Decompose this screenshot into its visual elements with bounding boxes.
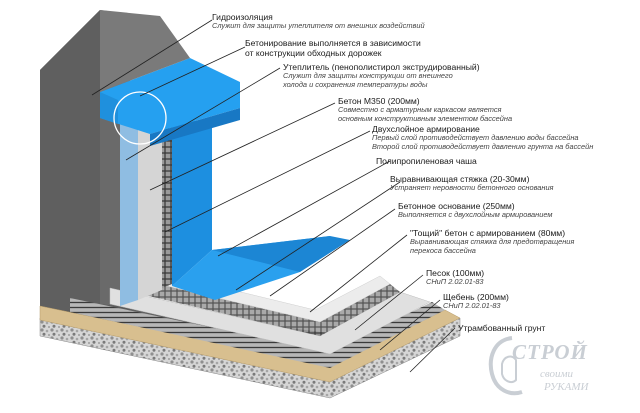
- insulation-wall: [120, 102, 138, 306]
- label-desc: от конструкции обходных дорожек: [245, 48, 382, 58]
- label-desc-1: Служит для защиты конструкции от внешнег…: [283, 71, 453, 80]
- label-title: Бетонное основание (250мм): [398, 201, 515, 211]
- label-pp-bowl: Полипропиленовая чаша: [376, 156, 477, 166]
- waterproofing-top-edge: [150, 108, 240, 146]
- label-desc-2: холода и сохранения температуры воды: [283, 79, 428, 89]
- label-leveling-screed: Выравнивающая стяжка (20-30мм) Устраняет…: [390, 174, 554, 193]
- label-concrete-m350: Бетон М350 (200мм) Совместно с арматурны…: [338, 96, 512, 123]
- label-lean-concrete: "Тощий" бетон с армированием (80мм) Выра…: [410, 228, 574, 255]
- label-double-reinforcement: Двухслойное армирование Первый слой прот…: [372, 124, 593, 151]
- label-desc-1: Выравнивающая стяжка для предотвращения: [410, 237, 575, 246]
- leader-lines: [91, 19, 456, 373]
- label-insulation: Утеплитель (пенополистирол экструдирован…: [283, 62, 480, 89]
- label-compacted-soil: Утрамбованный грунт: [458, 323, 545, 333]
- label-title: Полипропиленовая чаша: [376, 156, 477, 166]
- label-title: Песок (100мм): [426, 268, 485, 278]
- label-desc: Служит для защиты утеплителя от внешних …: [212, 21, 425, 30]
- label-title: Утрамбованный грунт: [458, 323, 546, 333]
- lean-concrete-layer: [70, 298, 445, 368]
- logo-line2: РУКАМИ: [544, 381, 589, 393]
- label-waterproofing: Гидроизоляция Служит для защиты утеплите…: [212, 12, 425, 31]
- label-title: Бетон М350 (200мм): [338, 96, 420, 106]
- logo-main-text: СТРОЙ: [512, 340, 588, 364]
- label-desc: Устраняет неровности бетонного основания: [390, 183, 554, 192]
- waterproofing-top: [100, 58, 240, 134]
- label-concreting: Бетонирование выполняется в зависимости …: [245, 38, 421, 58]
- label-desc-2: основным конструктивным элементом бассей…: [338, 113, 513, 123]
- concrete-wall-rebar: [162, 115, 172, 288]
- label-title: Утеплитель (пенополистирол экструдирован…: [283, 62, 480, 72]
- label-sand: Песок (100мм) СНиП 2.02.01-83: [426, 268, 484, 287]
- label-desc-1: Первый слой противодействует давлению во…: [372, 133, 579, 142]
- label-title: Бетонирование выполняется в зависимости: [245, 38, 421, 48]
- label-desc: Выполняется с двухслойным армированием: [398, 210, 553, 219]
- label-title: Двухслойное армирование: [372, 124, 480, 134]
- label-title: Щебень (200мм): [443, 292, 509, 302]
- soil-left-face: [40, 10, 100, 316]
- logo-hand-icon: [488, 336, 523, 396]
- label-desc: СНиП 2.02.01-83: [443, 301, 501, 310]
- label-concrete-base: Бетонное основание (250мм) Выполняется с…: [398, 201, 552, 220]
- soil-top-cap: [100, 10, 190, 92]
- label-desc-2: Второй слой противодействует давлению гр…: [372, 141, 594, 151]
- concrete-wall: [138, 96, 162, 300]
- label-desc-2: перекоса бассейна: [410, 245, 476, 255]
- label-title: Гидроизоляция: [212, 12, 273, 22]
- label-desc-1: Совместно с арматурным каркасом является: [338, 105, 502, 114]
- detail-circle: [113, 91, 167, 145]
- label-title: Выравнивающая стяжка (20-30мм): [390, 174, 530, 184]
- bowl-inner-wall: [172, 112, 212, 286]
- bowl-floor-far: [212, 236, 350, 272]
- label-title: "Тощий" бетон с армированием (80мм): [410, 228, 566, 238]
- label-gravel: Щебень (200мм) СНиП 2.02.01-83: [443, 292, 509, 311]
- watermark-logo: СТРОЙ своими РУКАМИ: [482, 334, 632, 404]
- logo-line1: своими: [540, 368, 574, 380]
- concrete-base-rebar: [140, 278, 400, 336]
- label-desc: СНиП 2.02.01-83: [426, 277, 484, 286]
